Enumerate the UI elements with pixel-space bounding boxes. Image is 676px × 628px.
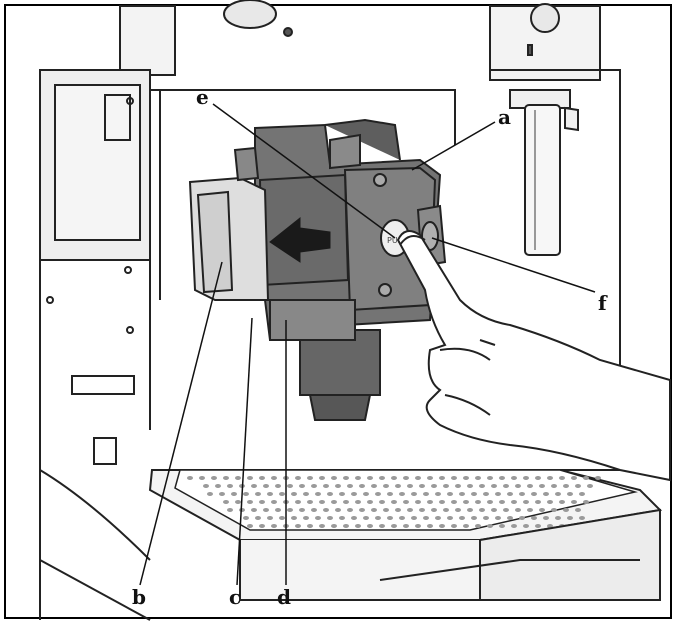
top-knobs [223,0,560,56]
hand [396,230,671,482]
left-panel [39,84,151,621]
callout-label-d: d [277,585,291,609]
callout-lines [139,103,596,586]
callout-label-b: b [132,585,146,609]
steam-wand [509,89,579,256]
pull-direction-arrow [269,216,331,263]
drip-tray [148,469,663,601]
brew-unit [254,118,442,421]
callout-label-a: a [498,105,511,129]
brew-unit-side-cover [188,146,270,301]
callout-label-c: c [229,585,241,609]
callout-label-e: e [196,85,209,109]
callout-label-f: f [598,291,608,315]
